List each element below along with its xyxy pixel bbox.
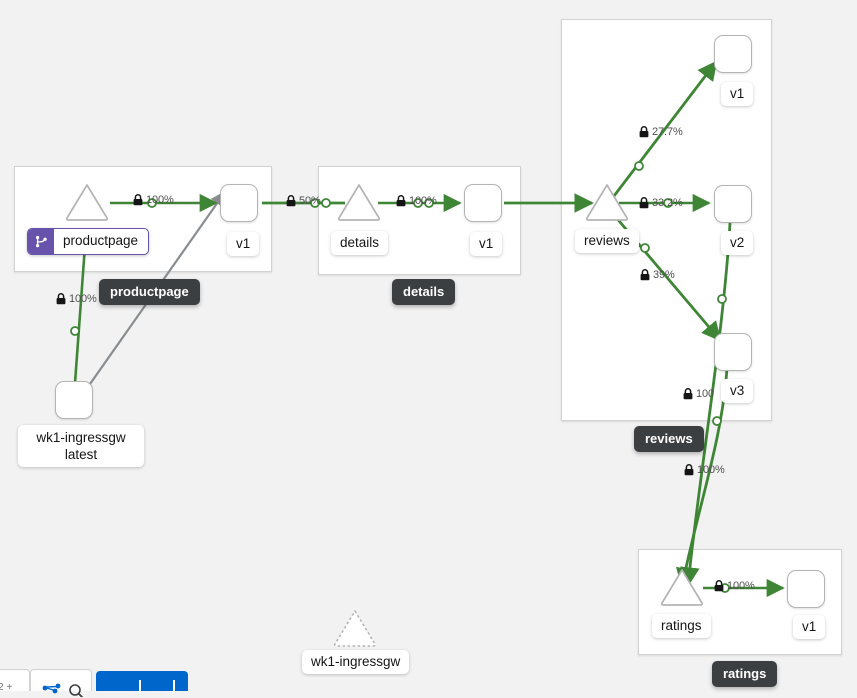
primary-action-icon [139, 680, 175, 693]
node-label-reviews-v2[interactable]: v2 [721, 231, 754, 255]
edge-label-text: 100% [727, 580, 755, 592]
node-label-productpage-v1[interactable]: v1 [227, 232, 260, 256]
mtls-lock-icon [133, 194, 143, 206]
node-label-ratings-service[interactable]: ratings [652, 614, 711, 638]
node-details-service[interactable] [336, 182, 382, 222]
node-details-v1[interactable] [464, 184, 502, 222]
virtual-service-icon [28, 229, 54, 254]
edge-label-text: 100 [696, 388, 715, 400]
topology-search-icon [42, 683, 84, 697]
primary-action-button[interactable] [96, 671, 188, 693]
service-triangle-icon [660, 569, 704, 606]
node-label-wk1-ingressgw-service[interactable]: wk1-ingressgw [302, 650, 410, 674]
edge-label-reviews-service-to-v1[interactable]: 27.7% [639, 126, 683, 138]
edge-label-details-service-to-v1[interactable]: 100% [396, 195, 437, 207]
legend-icon: 2 + [0, 682, 12, 693]
node-label-reviews-service[interactable]: reviews [575, 229, 639, 253]
mtls-lock-icon [56, 293, 66, 305]
edge-label-reviews-service-to-v2[interactable]: 33.2% [639, 197, 683, 209]
edge-label-productpage-service-to-v1[interactable]: 100% [133, 194, 174, 206]
mtls-lock-icon [396, 195, 406, 207]
namespace-chip-details[interactable]: details [392, 279, 456, 305]
namespace-chip-reviews[interactable]: reviews [634, 426, 704, 452]
namespace-chip-ratings[interactable]: ratings [712, 661, 778, 687]
node-reviews-v1[interactable] [714, 35, 752, 73]
mtls-lock-icon [639, 126, 649, 138]
edge-label-text: 33.2% [652, 197, 683, 209]
mtls-lock-icon [714, 580, 724, 592]
service-triangle-icon [585, 184, 629, 221]
node-label-productpage-service[interactable]: productpage [27, 228, 150, 255]
edge-label-text: 100% [69, 293, 97, 305]
service-triangle-icon [65, 184, 109, 221]
edge-label-reviews-v3-to-ratings-service[interactable]: 100 [683, 388, 714, 400]
node-ratings-service[interactable] [659, 567, 705, 607]
edge-label-text: 39% [653, 269, 675, 281]
node-productpage-v1[interactable] [220, 184, 258, 222]
edge-label-reviews-service-to-v3[interactable]: 39% [640, 269, 675, 281]
edge-label-text: 100% [146, 194, 174, 206]
node-reviews-service[interactable] [584, 182, 630, 222]
node-reviews-v3[interactable] [714, 333, 752, 371]
edge-label-text: 27.7% [652, 126, 683, 138]
edge-label-text: 100% [409, 195, 437, 207]
node-label-text: productpage [63, 233, 139, 248]
toolbar-legend-chunk[interactable]: 2 + [0, 669, 30, 693]
namespace-chip-productpage[interactable]: productpage [99, 279, 200, 305]
node-label-details-v1[interactable]: v1 [470, 232, 503, 256]
mtls-lock-icon [684, 464, 694, 476]
node-label-reviews-v3[interactable]: v3 [721, 379, 754, 403]
edge-label-text: 100% [697, 464, 725, 476]
service-triangle-dashed-icon [333, 610, 377, 647]
mtls-lock-icon [286, 195, 296, 207]
node-label-ratings-v1[interactable]: v1 [793, 615, 826, 639]
node-label-details-service[interactable]: details [331, 231, 389, 255]
node-wk1-ingressgw-latest[interactable] [55, 381, 93, 419]
edge-label-productpage-v1-to-details-service[interactable]: 50% [286, 195, 321, 207]
node-ratings-v1[interactable] [787, 570, 825, 608]
mtls-lock-icon [683, 388, 693, 400]
toolbar-graph-find-chunk[interactable] [30, 669, 92, 697]
edge-label-ratings-service-to-v1[interactable]: 100% [714, 580, 755, 592]
service-triangle-icon [337, 184, 381, 221]
node-wk1-ingressgw-service[interactable] [332, 608, 378, 648]
edge-label-text: 50% [299, 195, 321, 207]
mtls-lock-icon [640, 269, 650, 281]
mtls-lock-icon [639, 197, 649, 209]
edge-label-ingress-to-productpage-service[interactable]: 100% [56, 293, 97, 305]
svg-text:2 +: 2 + [0, 682, 12, 693]
node-label-reviews-v1[interactable]: v1 [721, 82, 754, 106]
node-label-wk1-ingressgw-latest[interactable]: wk1-ingressgw latest [18, 425, 144, 467]
node-reviews-v2[interactable] [714, 185, 752, 223]
edge-label-reviews-v2-to-ratings-service[interactable]: 100% [684, 464, 725, 476]
node-productpage-service[interactable] [64, 182, 110, 222]
